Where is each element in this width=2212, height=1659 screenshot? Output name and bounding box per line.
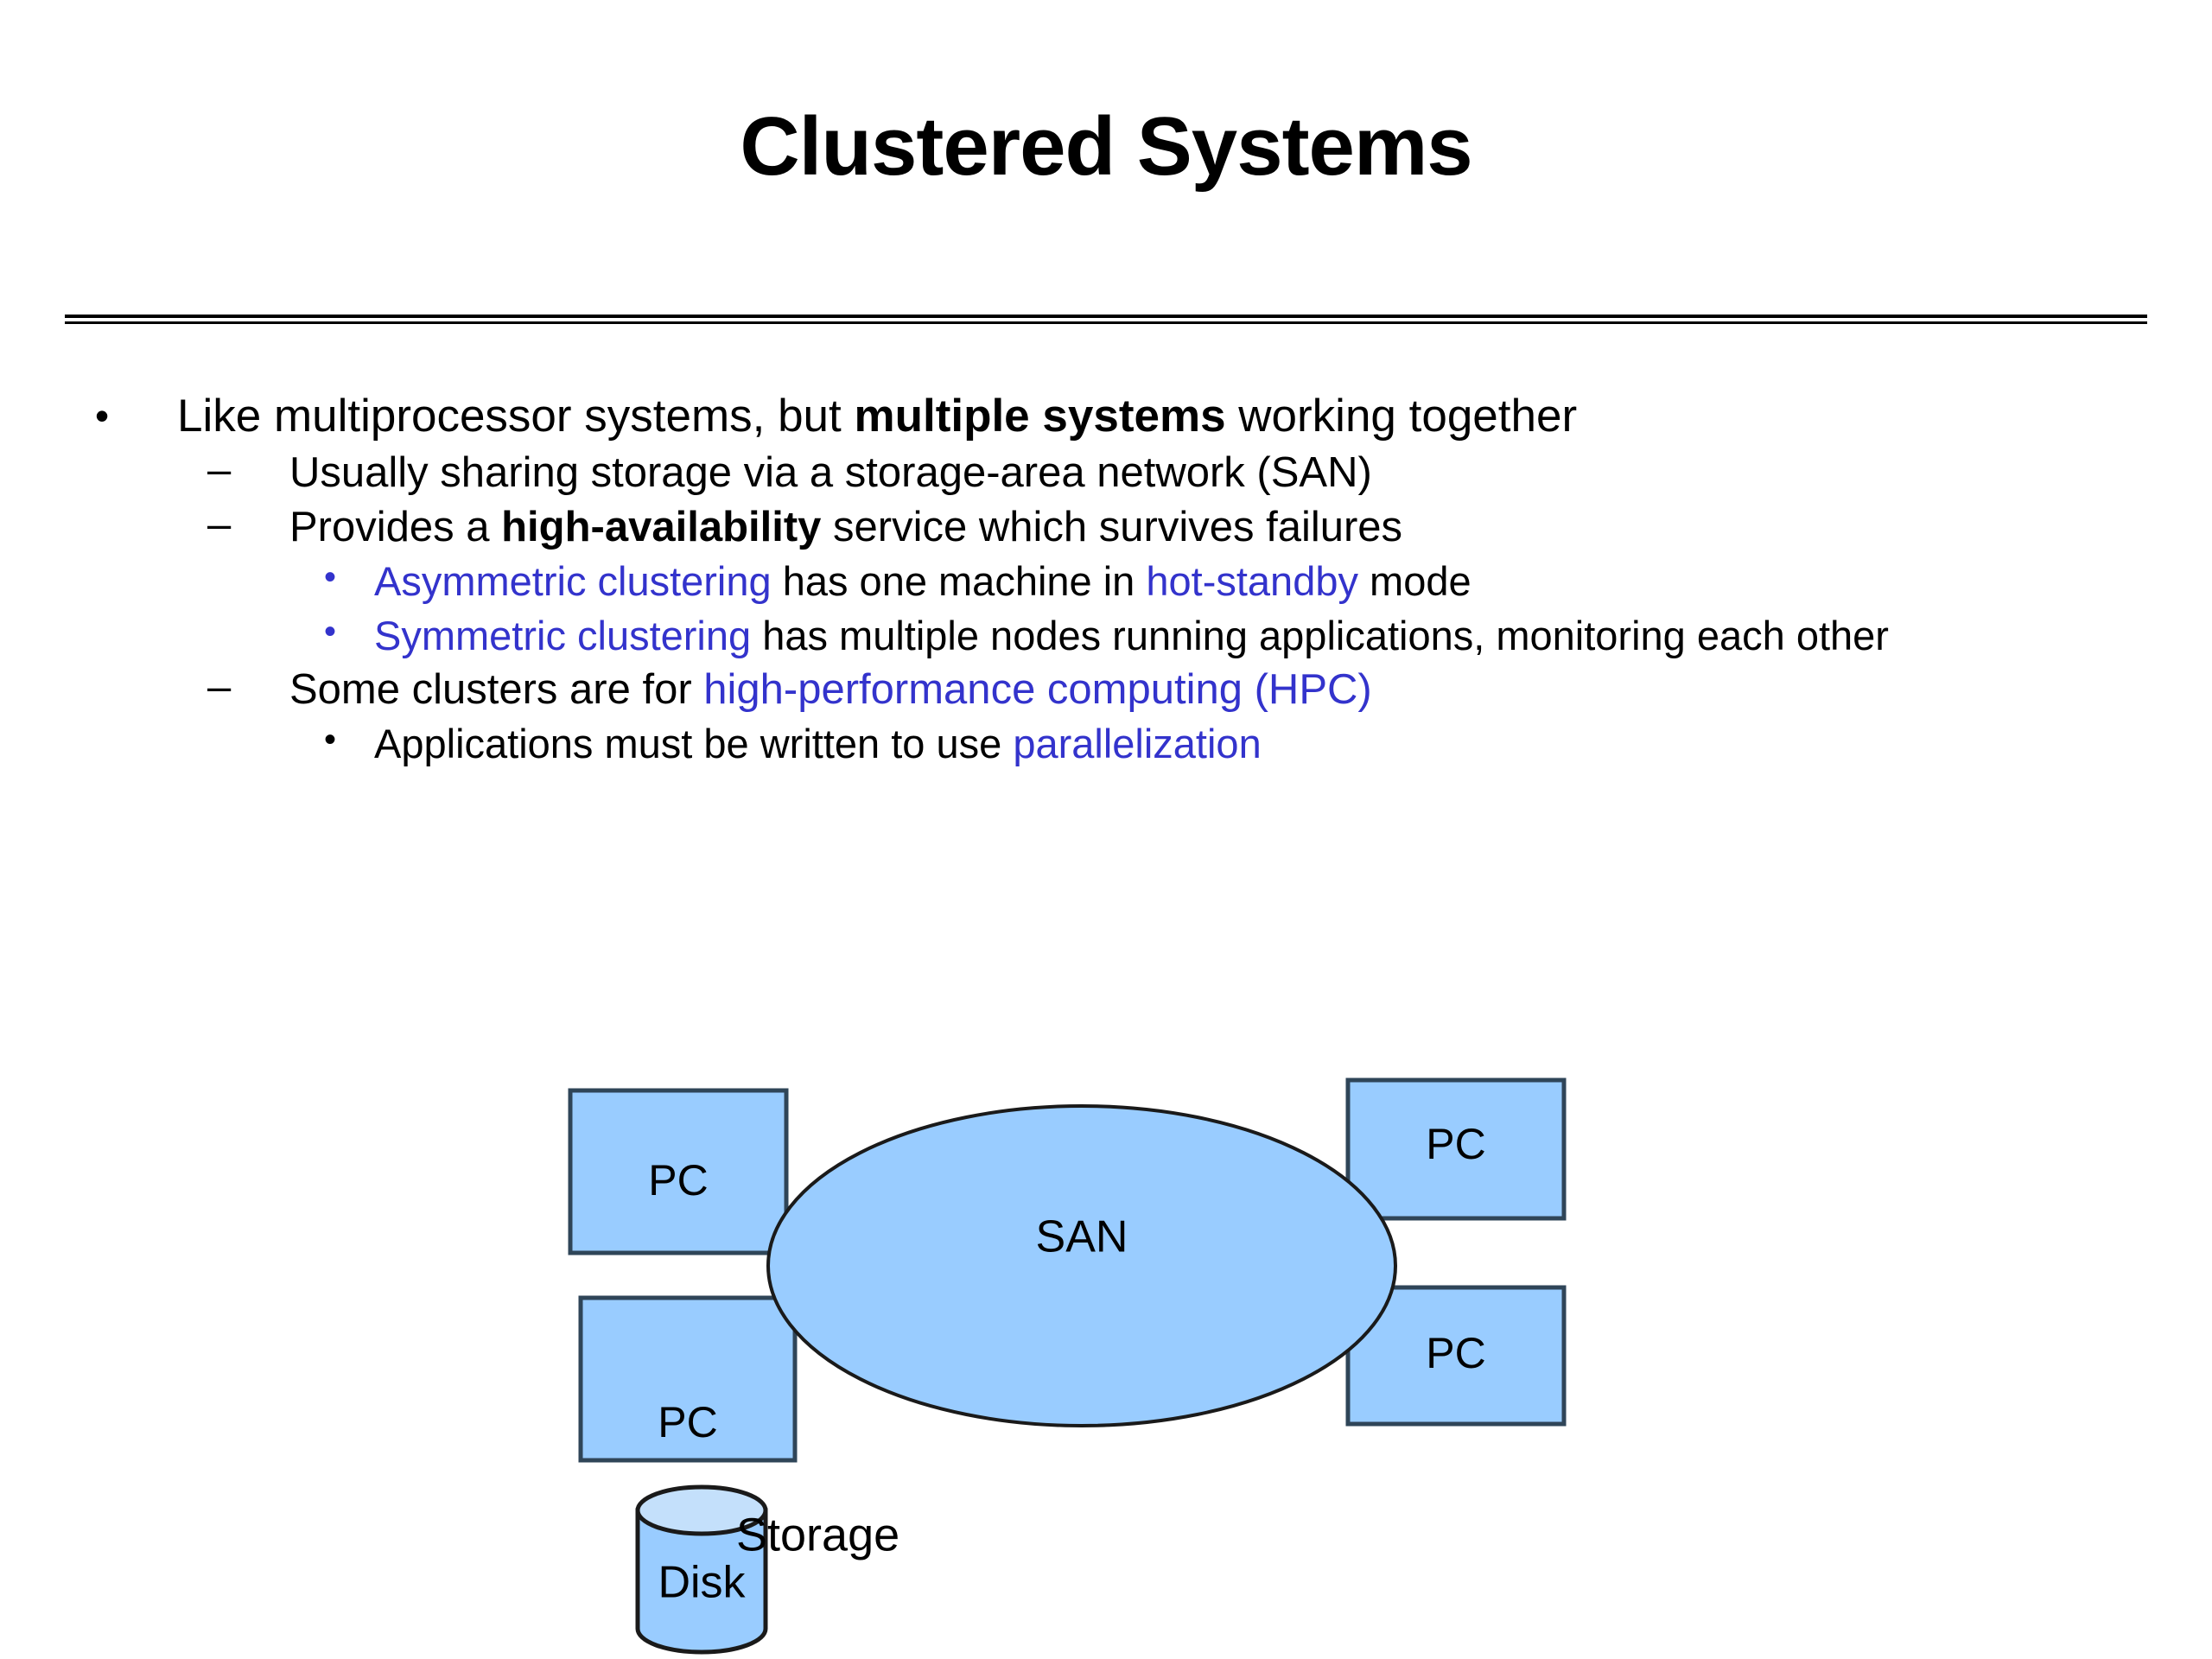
bullet-text: Symmetric clustering has multiple nodes … [374,613,2068,660]
bullet-text: Like multiprocessor systems, but multipl… [177,391,2121,442]
san-cloud: SAN [766,1104,1397,1427]
bullet-marker: • [324,721,337,760]
bullet-term-asymmetric-clustering: Asymmetric clustering [374,558,772,605]
bullet-text-part: working together [1225,391,1578,442]
pc-node-label: PC [648,1156,708,1205]
bullet-text: Some clusters are for high-performance c… [289,666,2147,714]
bullet-term-hpc: high-performance computing (HPC) [703,666,1372,714]
pc-node-top-right: PC [1345,1077,1567,1221]
bullet-marker: – [207,664,232,711]
pc-node-bottom-left: PC [578,1295,798,1463]
bullet-item-6: – Some clusters are for high-performance… [0,666,2212,714]
pc-node-top-left: PC [568,1088,789,1255]
cluster-diagram: PC PC PC PC SAN Disk Storage [553,1071,1676,1659]
divider-line-bottom [65,321,2147,324]
title-divider [65,315,2147,324]
disk-label: Disk [658,1558,746,1608]
bullet-term-hot-standby: hot-standby [1146,558,1358,605]
bullet-term-symmetric-clustering: Symmetric clustering [374,612,752,658]
pc-node-label: PC [658,1398,717,1446]
bullet-text-emphasis: multiple systems [854,391,1226,442]
bullet-text-part: Like multiprocessor systems, but [177,391,855,442]
bullet-text-part: has multiple nodes running applications,… [751,612,1889,658]
bullet-text: Usually sharing storage via a storage-ar… [289,449,1372,497]
bullet-text-part: has one machine in [771,558,1147,605]
bullet-term-parallelization: parallelization [1013,721,1262,767]
bullet-item-2: – Usually sharing storage via a storage-… [0,449,2212,497]
bullet-text-part: mode [1357,558,1471,605]
disk-cylinder: Disk [635,1484,768,1655]
bullet-item-5: • Symmetric clustering has multiple node… [0,613,2212,660]
page-title: Clustered Systems [740,100,1472,193]
bullet-text: Provides a high-availability service whi… [289,504,2147,551]
pc-node-label: PC [1426,1120,1485,1168]
bullet-text-part: Provides a [289,504,502,551]
storage-label: Storage [736,1509,899,1560]
bullet-marker: • [324,612,337,651]
bullet-list: • Like multiprocessor systems, but multi… [0,391,2212,775]
bullet-item-3: – Provides a high-availability service w… [0,504,2212,551]
bullet-text: Applications must be written to use para… [374,721,2068,768]
bullet-marker: – [207,501,232,549]
bullet-marker: • [324,558,337,597]
bullet-item-7: • Applications must be written to use pa… [0,721,2212,768]
bullet-item-4: • Asymmetric clustering has one machine … [0,558,2212,606]
bullet-text: Asymmetric clustering has one machine in… [374,558,2068,606]
bullet-text-emphasis: high-availability [501,504,822,551]
bullet-marker: – [207,447,232,494]
bullet-text-part: Some clusters are for [289,666,704,714]
san-label: SAN [1036,1212,1128,1262]
divider-line-top [65,315,2147,318]
bullet-item-1: • Like multiprocessor systems, but multi… [0,391,2212,442]
pc-node-label: PC [1426,1329,1485,1377]
bullet-text-part: service which survives failures [821,504,1403,551]
bullet-text-part: Applications must be written to use [374,721,1014,767]
bullet-marker: • [95,393,110,438]
